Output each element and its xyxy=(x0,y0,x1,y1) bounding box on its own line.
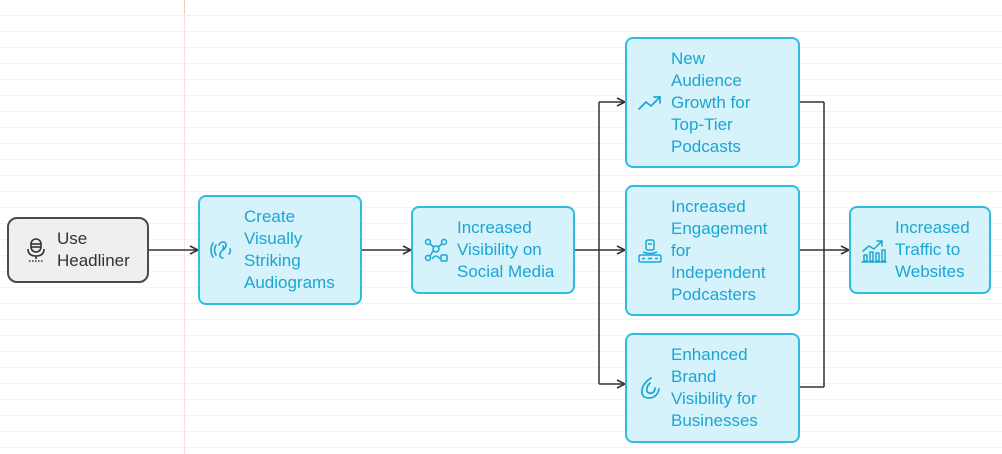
node-label: Increased Traffic to Websites xyxy=(895,218,970,281)
margin-line xyxy=(184,0,185,454)
network-people-icon xyxy=(423,237,449,263)
podcaster-on-air-icon xyxy=(637,238,663,264)
trend-up-icon xyxy=(637,90,663,116)
node-brand-visibility[interactable]: Enhanced Brand Visibility for Businesses xyxy=(625,333,800,443)
bar-chart-growth-icon xyxy=(861,237,887,263)
node-label: Use Headliner xyxy=(57,229,130,270)
swirl-brand-icon xyxy=(637,375,663,401)
node-traffic[interactable]: Increased Traffic to Websites xyxy=(849,206,991,294)
microphone-icon xyxy=(23,237,49,263)
node-label: Increased Engagement for Independent Pod… xyxy=(671,196,768,304)
node-label: Increased Visibility on Social Media xyxy=(457,218,555,281)
node-engagement[interactable]: Increased Engagement for Independent Pod… xyxy=(625,185,800,316)
node-label: Create Visually Striking Audiograms xyxy=(244,207,335,292)
node-social-visibility[interactable]: Increased Visibility on Social Media xyxy=(411,206,575,294)
node-label: New Audience Growth for Top-Tier Podcast… xyxy=(671,48,751,156)
ear-sound-icon xyxy=(210,237,236,263)
node-new-audience[interactable]: New Audience Growth for Top-Tier Podcast… xyxy=(625,37,800,168)
margin-tick xyxy=(184,0,185,14)
node-label: Enhanced Brand Visibility for Businesses xyxy=(671,345,758,430)
node-use-headliner[interactable]: Use Headliner xyxy=(7,217,149,283)
node-create-audiograms[interactable]: Create Visually Striking Audiograms xyxy=(198,195,362,305)
